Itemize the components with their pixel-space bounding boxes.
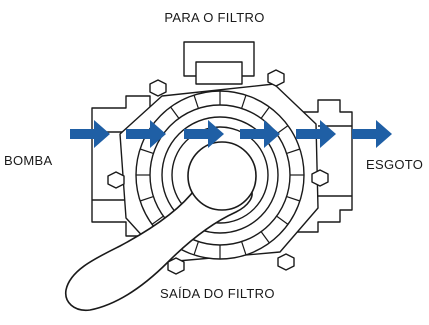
bolt-top-left [149, 79, 167, 97]
flow-arrow-right-icon [70, 120, 110, 148]
ring-rib [286, 196, 301, 202]
ring-rib [193, 241, 199, 256]
bolt-right [311, 169, 329, 187]
label-waste: ESGOTO [366, 157, 424, 172]
ring-rib [260, 231, 270, 244]
ring-rib [139, 148, 154, 154]
label-to-filter: PARA O FILTRO [164, 10, 265, 25]
ring-rib [286, 148, 301, 154]
flow-arrows [70, 120, 392, 148]
ring-rib [170, 106, 180, 119]
top-outlet-collar [195, 61, 243, 85]
ring-rib [193, 94, 199, 109]
ring-rib [139, 196, 154, 202]
valve-handle [65, 141, 257, 312]
ring-rib [241, 94, 247, 109]
ring-rib [260, 106, 270, 119]
ring-rib [151, 215, 164, 225]
handle-arm [65, 187, 253, 312]
ring-rib [241, 241, 247, 256]
ring-rib [276, 125, 289, 135]
flow-arrow-right-icon [126, 120, 166, 148]
bolt-bottom-right [277, 253, 295, 271]
label-filter-outlet: SAÍDA DO FILTRO [160, 286, 275, 301]
label-pump: BOMBA [4, 153, 53, 168]
flow-arrow-right-icon [352, 120, 392, 148]
ring-rib [276, 215, 289, 225]
bolt-bottom-left [167, 257, 185, 275]
bolt-top-right [267, 69, 285, 87]
flow-arrow-right-icon [240, 120, 280, 148]
bolt-left [107, 171, 125, 189]
handle-hub [187, 141, 257, 211]
flow-arrow-right-icon [184, 120, 224, 148]
flow-arrow-right-icon [296, 120, 336, 148]
